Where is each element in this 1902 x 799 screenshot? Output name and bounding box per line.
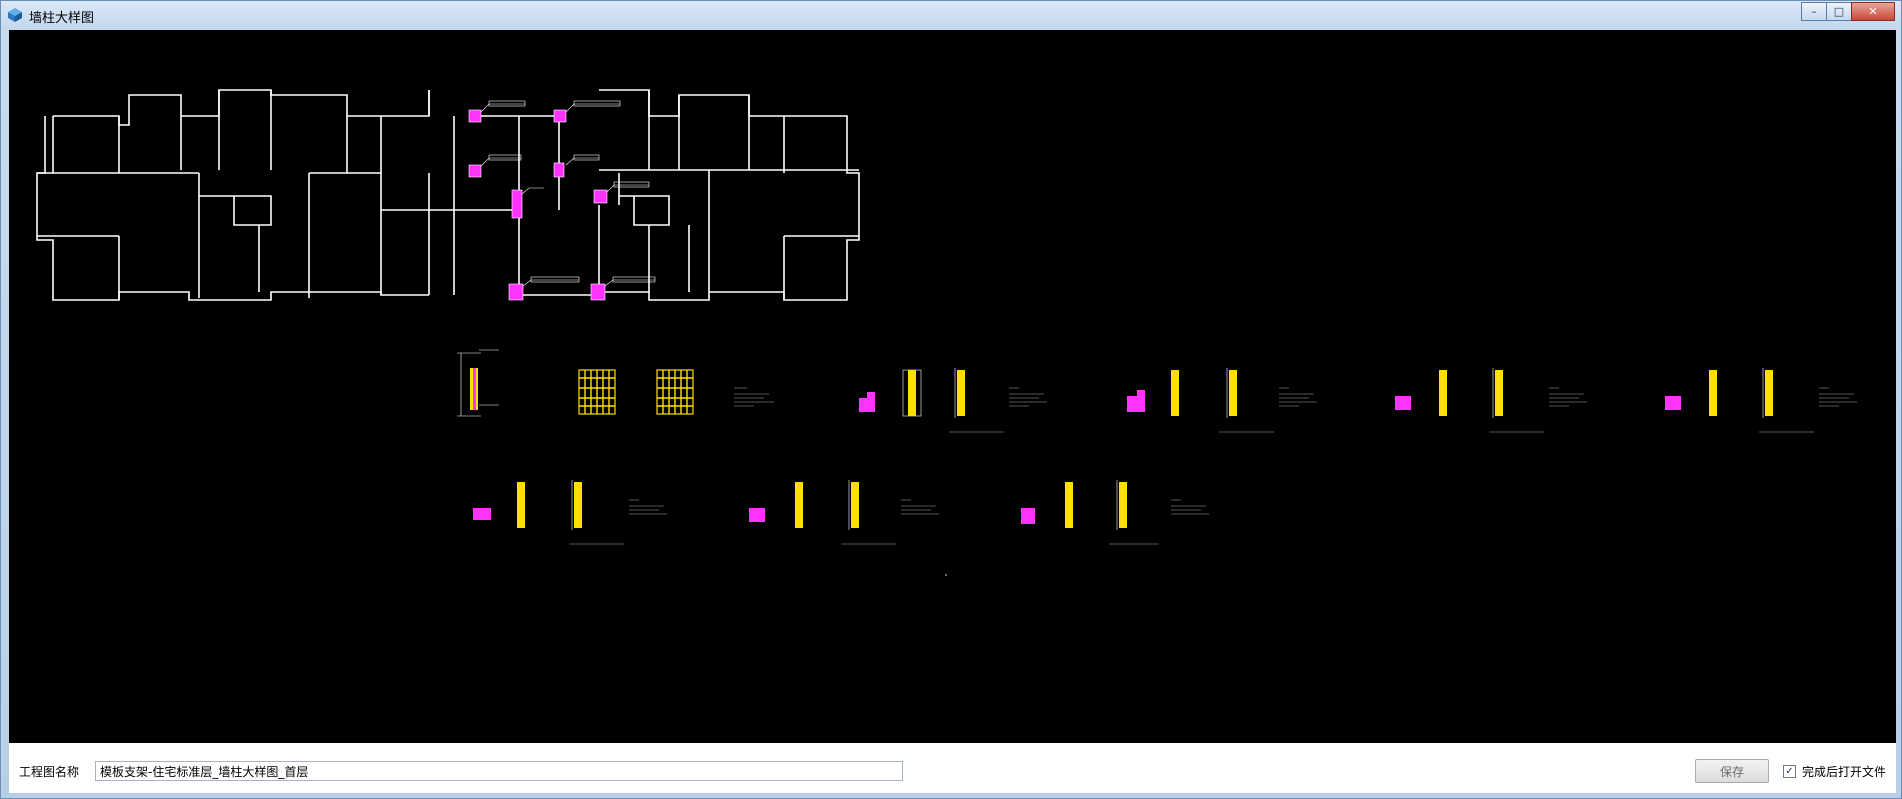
minimize-button[interactable]: – [1801, 2, 1827, 21]
title-bar[interactable]: 墙柱大样图 – □ ✕ [1, 1, 1901, 29]
window-title: 墙柱大样图 [29, 11, 95, 26]
project-name-input[interactable]: 模板支架-住宅标准层_墙柱大样图_首层 [95, 761, 903, 781]
plan-columns [468, 109, 608, 301]
cube-app-icon [8, 8, 22, 22]
maximize-button[interactable]: □ [1826, 2, 1852, 21]
detail-row-2 [473, 480, 1209, 545]
window-controls: – □ ✕ [1801, 2, 1895, 22]
project-name-label: 工程图名称 [19, 765, 80, 779]
floor-plan [36, 89, 860, 301]
close-button[interactable]: ✕ [1851, 2, 1895, 21]
footer-panel: 工程图名称 模板支架-住宅标准层_墙柱大样图_首层 保存 ✓ 完成后打开文件 [9, 743, 1896, 793]
cad-drawing[interactable] [9, 30, 1896, 743]
open-after-checkbox[interactable]: ✓ 完成后打开文件 [1783, 763, 1886, 780]
drawing-canvas[interactable] [9, 30, 1896, 743]
save-button[interactable]: 保存 [1695, 759, 1769, 783]
detail-row-1 [457, 349, 1857, 433]
checkmark-icon[interactable]: ✓ [1783, 765, 1796, 778]
open-after-label: 完成后打开文件 [1802, 765, 1887, 779]
plan-leaders [480, 100, 656, 287]
